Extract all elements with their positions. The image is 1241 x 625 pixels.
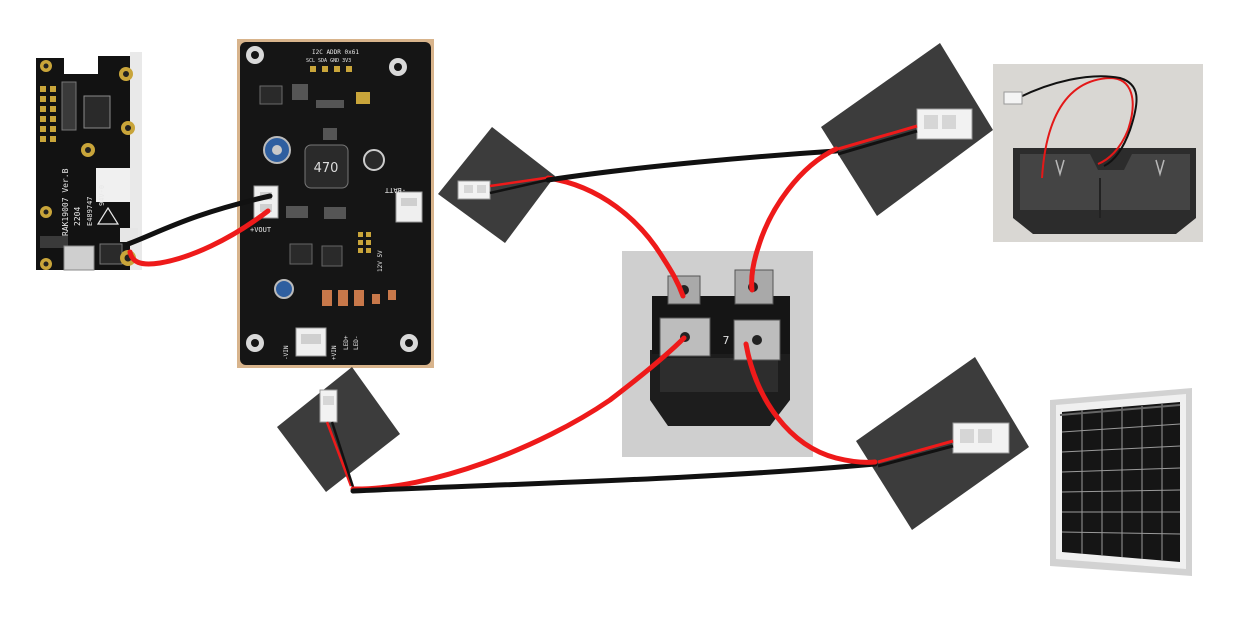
i2c-bus-label: SCL SDA GND 3V3: [306, 58, 351, 64]
inductor: [304, 144, 349, 189]
connector-tile-bottom-right: [856, 357, 1029, 530]
jumper-label: 12V 5V: [377, 250, 384, 272]
battery-connector: [120, 228, 138, 242]
vout-black-wire: [125, 193, 273, 247]
usb-c-port: [63, 245, 95, 271]
battery-black-wire: [545, 148, 839, 183]
vin-red-wire: [350, 335, 687, 492]
vin-pos-label: +VIN: [331, 345, 338, 360]
rak-rating-label: 94V-0: [98, 185, 106, 206]
solar-charger-board: I2C ADDR 0x61 SCL SDA GND 3V3 470 +VOUT …: [237, 39, 434, 368]
switch-terminal-number: 7: [723, 334, 730, 347]
connector-tile-top-right: [821, 43, 993, 216]
vout-label: +VOUT: [250, 226, 272, 234]
rak-model-label: RAK19007 Ver.B: [61, 168, 70, 236]
rak-cert-label: E489747: [86, 196, 94, 226]
batt-label: -BATT: [384, 186, 406, 194]
inductor-value-label: 470: [314, 161, 339, 176]
wiring: [125, 146, 878, 494]
jst-plug: [319, 389, 338, 423]
rak19007-board: RAK19007 Ver.B 2204 E489747 94V-0: [36, 52, 142, 271]
led-neg-label: LED-: [353, 336, 360, 350]
i2c-addr-label: I2C ADDR 0x61: [312, 49, 359, 56]
switch-top-left-red-wire: [545, 175, 686, 299]
jst-plug: [1003, 91, 1023, 105]
connector-tile-bottom-left: [277, 367, 400, 492]
solar-red-wire: [743, 341, 878, 465]
led-pos-label: LED+: [343, 335, 350, 350]
vin-neg-label: -VIN: [283, 345, 290, 360]
battery-holder: [993, 64, 1203, 242]
warning-triangle-icon: [96, 206, 120, 225]
connector-tile-top-left: [438, 127, 555, 243]
solar-panel: [1050, 388, 1192, 576]
batt-connector: [395, 191, 423, 223]
rak-date-label: 2204: [73, 207, 82, 226]
vin-black-wire: [350, 461, 878, 494]
battery-red-wire: [749, 146, 839, 293]
vout-red-wire: [127, 208, 271, 267]
